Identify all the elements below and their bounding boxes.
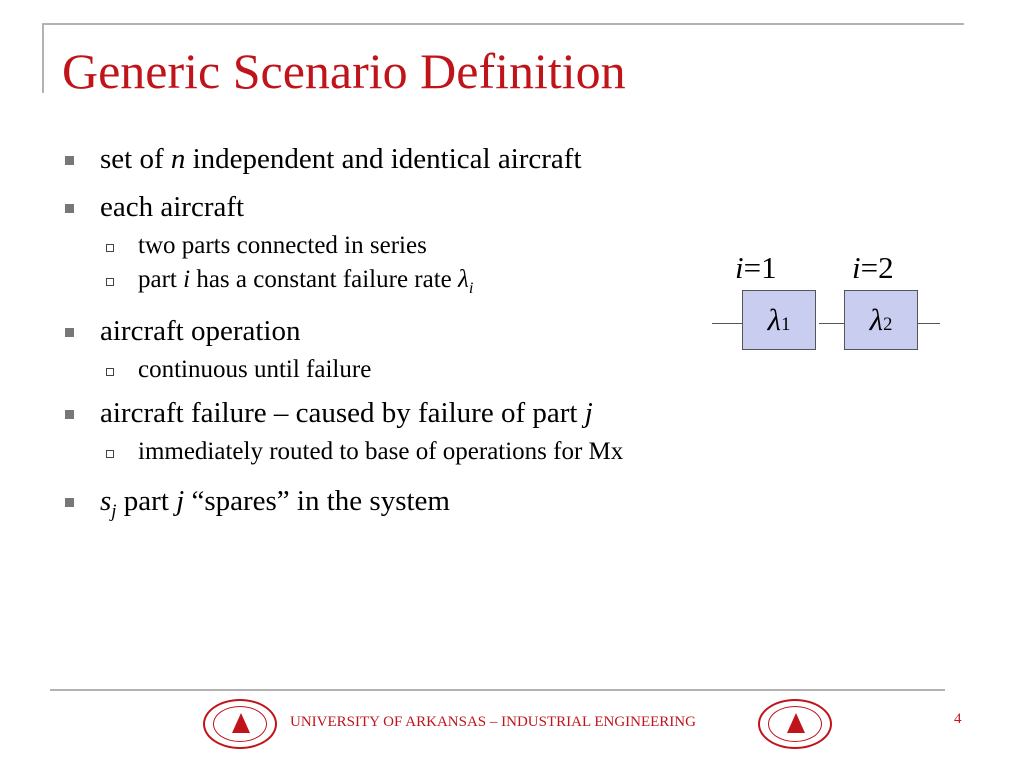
bullet-aircraft-set: set of n independent and identical aircr… <box>62 142 742 176</box>
bullet-spares: sj part j “spares” in the system <box>62 484 742 529</box>
university-seal-icon <box>203 699 277 749</box>
left-frame-rule <box>42 23 44 93</box>
top-frame-rule <box>42 23 964 25</box>
bullet-aircraft-operation: aircraft operation <box>62 314 742 348</box>
series-line-right <box>918 323 940 324</box>
series-line-left <box>712 323 742 324</box>
subbullet-routed: immediately routed to base of operations… <box>62 436 742 468</box>
subbullet-failure-rate: part i has a constant failure rate λi <box>62 264 742 304</box>
footer-university-text: UNIVERSITY OF ARKANSAS – INDUSTRIAL ENGI… <box>290 714 696 730</box>
series-line-middle <box>819 323 845 324</box>
university-seal-icon <box>758 699 832 749</box>
subbullet-two-parts: two parts connected in series <box>62 230 742 262</box>
bullet-aircraft-failure: aircraft failure – caused by failure of … <box>62 396 742 430</box>
footer-rule <box>50 689 945 691</box>
part-label-2: i=2 <box>852 250 894 285</box>
subbullet-continuous: continuous until failure <box>62 354 742 386</box>
page-number: 4 <box>954 711 962 727</box>
bullet-each-aircraft: each aircraft <box>62 190 742 224</box>
part-label-1: i=1 <box>735 250 777 285</box>
bullet-list: set of n independent and identical aircr… <box>62 142 742 543</box>
slide-title: Generic Scenario Definition <box>62 43 626 99</box>
